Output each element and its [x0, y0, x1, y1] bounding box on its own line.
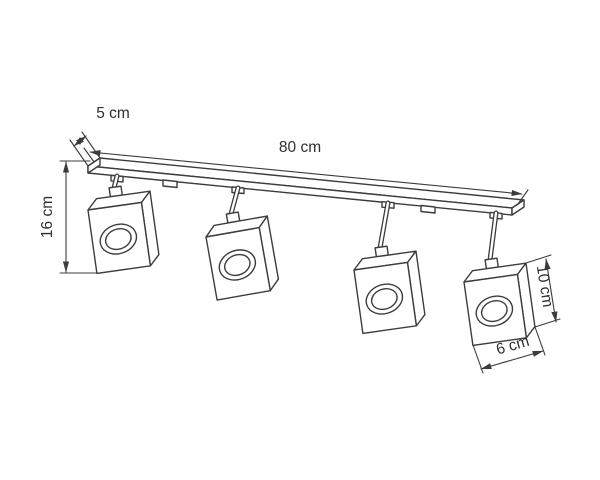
dimension-rail-length [83, 147, 529, 205]
dim-line [89, 149, 523, 197]
mounting-arm-4 [487, 210, 503, 263]
dim-line [544, 258, 558, 323]
ext-line [534, 326, 546, 356]
spotlight-head-2 [202, 206, 281, 301]
mounting-arm-2 [228, 185, 245, 217]
total-height-label: 16 cm [39, 196, 56, 238]
dimension-rail-depth [69, 131, 101, 167]
rail-right-cap [511, 199, 525, 216]
drawing-root [59, 131, 561, 374]
spotlight-head-3 [350, 241, 427, 335]
ext-line [517, 189, 529, 205]
rail-depth-label: 5 cm [96, 105, 130, 122]
ext-line [525, 254, 552, 264]
dimension-head-width [472, 326, 546, 374]
dim-line [480, 350, 544, 370]
ceiling-rail [87, 157, 525, 216]
dim-line [73, 135, 87, 147]
rail-top-face [87, 157, 525, 209]
spotlight-head-4 [460, 253, 537, 347]
ext-line [69, 139, 89, 167]
spotlight-head-1 [84, 181, 161, 275]
mounting-arm-3 [377, 200, 395, 251]
dimension-head-height [525, 254, 561, 328]
ext-line [83, 147, 95, 163]
dimension-labels: 80 cm 5 cm 16 cm 10 cm 6 cm [39, 105, 556, 358]
rail-clip-2 [420, 204, 436, 214]
dimension-total-height [59, 160, 98, 274]
rail-length-label: 80 cm [279, 139, 321, 156]
ext-line [81, 131, 101, 159]
head-height-label: 10 cm [533, 264, 556, 308]
rail-clip-1 [162, 179, 178, 189]
